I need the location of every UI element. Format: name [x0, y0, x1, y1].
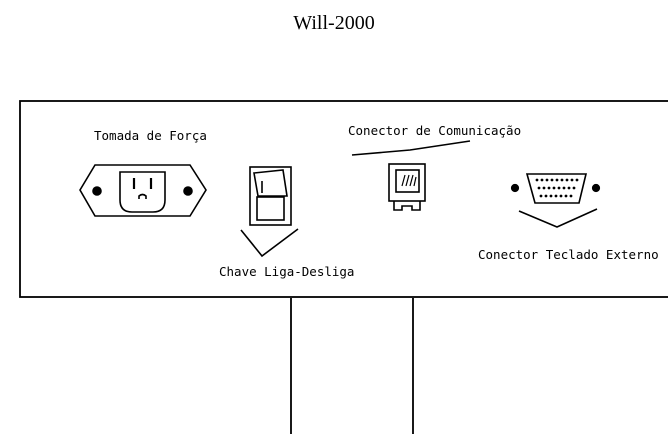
device-panel: [19, 100, 668, 298]
power-socket-icon: [79, 164, 207, 217]
comm-connector-icon: [388, 163, 426, 211]
keyboard-connector-pointer: [518, 208, 598, 228]
keyboard-connector-icon: [510, 173, 601, 204]
keyboard-connector-label: Conector Teclado Externo: [478, 247, 659, 262]
comm-connector-pointer: [351, 140, 471, 156]
power-socket-label: Tomada de Força: [94, 128, 207, 143]
power-switch-icon: [249, 166, 292, 226]
comm-connector-label: Conector de Comunicação: [348, 123, 522, 138]
device-stand: [290, 298, 414, 434]
power-switch-label: Chave Liga-Desliga: [219, 264, 355, 279]
power-switch-pointer: [240, 228, 299, 258]
diagram-title: Will-2000: [293, 12, 375, 34]
